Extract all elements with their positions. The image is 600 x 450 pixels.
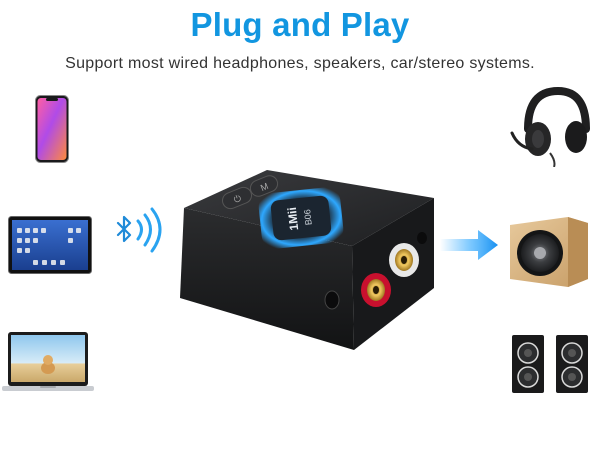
rca-red-jack	[361, 273, 391, 307]
page-subtitle: Support most wired headphones, speakers,…	[65, 55, 535, 72]
stereo-speakers-icon	[510, 333, 590, 395]
power-button[interactable]: ⏻	[220, 185, 254, 211]
arrow-right-icon	[440, 228, 500, 262]
mode-icon: M	[259, 181, 270, 193]
badge-line2: B06	[302, 209, 314, 226]
badge-line1: 1Mii	[285, 206, 301, 231]
bluetooth-icon	[110, 205, 172, 261]
laptop-icon	[2, 330, 94, 398]
bluetooth-receiver: 1Mii B06 ⏻ M	[172, 168, 442, 358]
page-title: Plug and Play	[190, 6, 410, 43]
headphones-icon	[510, 85, 590, 167]
smartphone-icon	[35, 95, 69, 163]
mode-button[interactable]: M	[248, 173, 280, 198]
tablet-icon	[8, 216, 92, 274]
wooden-speaker-icon	[508, 215, 590, 287]
power-icon: ⏻	[232, 193, 243, 206]
rca-white-jack	[389, 243, 419, 277]
